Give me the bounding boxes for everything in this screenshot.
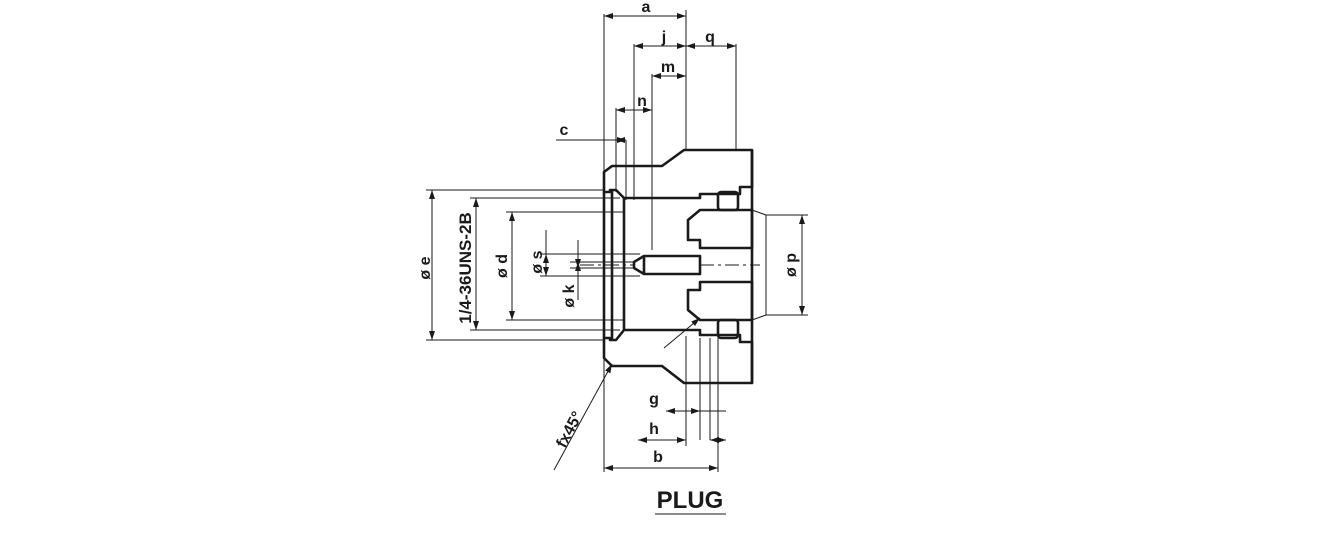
label-a: a: [642, 0, 651, 16]
housing-section: [602, 148, 754, 385]
label-q: q: [705, 29, 715, 46]
insulator-section: [686, 150, 767, 383]
label-d: ø d: [494, 254, 511, 278]
label-chamfer: fx45°: [554, 409, 587, 451]
label-h: h: [649, 421, 659, 438]
label-s: ø s: [529, 250, 546, 273]
label-e: ø e: [417, 256, 434, 279]
label-j: j: [661, 29, 666, 46]
drawing-title: PLUG: [655, 487, 726, 515]
label-k: ø k: [561, 284, 578, 307]
title-plug: PLUG: [657, 487, 724, 514]
dimension-lines: [429, 13, 805, 471]
label-m: m: [661, 59, 675, 76]
label-b: b: [653, 449, 663, 466]
label-c: c: [560, 122, 569, 139]
contact-pin: [580, 254, 760, 276]
label-n: n: [637, 93, 647, 110]
label-g: g: [649, 391, 659, 408]
extension-lines: [426, 10, 808, 472]
label-p: ø p: [783, 253, 800, 277]
dimension-labels: a j q m n c ø e 1/4-36UNS-2B ø d ø s ø k…: [417, 0, 800, 466]
label-thread: 1/4-36UNS-2B: [456, 212, 475, 324]
